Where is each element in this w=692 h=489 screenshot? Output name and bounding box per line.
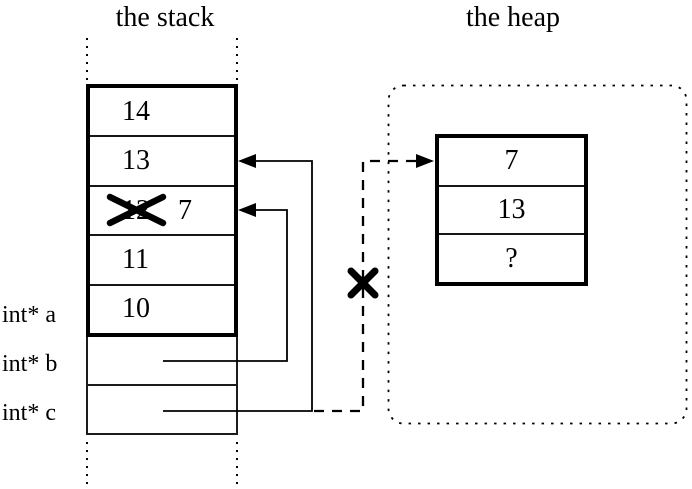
- pointer-var-label-a: int* a: [2, 302, 56, 328]
- pointer-var-cells: [86, 337, 238, 435]
- stack-cell-value: 13: [122, 145, 150, 177]
- heap-title: the heap: [465, 2, 561, 33]
- arrowhead-left-icon: [238, 154, 256, 168]
- stack-title: the stack: [115, 2, 215, 33]
- heap-cell: 13: [439, 187, 584, 236]
- pointer-var-label-c: int* c: [2, 400, 56, 426]
- heap-box: 7 13 ?: [435, 134, 588, 286]
- stack-cell: 14: [90, 88, 234, 138]
- crossed-out-value: 12: [122, 194, 150, 226]
- heap-cell-value: 13: [497, 194, 526, 225]
- arrowhead-left-icon: [238, 203, 256, 217]
- pointer-var-cell-c: [88, 386, 236, 433]
- stack-cell: 13: [90, 137, 234, 187]
- overwrite-value: 7: [178, 194, 192, 226]
- pointer-var-cell-b: [88, 337, 236, 386]
- stack-cell: 11: [90, 236, 234, 286]
- heap-cell-value: ?: [505, 242, 518, 274]
- heap-cell: 7: [439, 138, 584, 187]
- stack-cell: 10: [90, 286, 234, 333]
- dangling-pointer-cross-icon: [347, 267, 379, 299]
- dangling-pointer-dashed-arrow: [314, 154, 434, 413]
- stack-cell-value: 14: [122, 95, 150, 127]
- stack-cell-overwritten: 12 7: [90, 187, 234, 237]
- stack-box: 14 13 12 7 11 10: [86, 84, 238, 337]
- heap-cell-value: 7: [504, 145, 519, 177]
- pointer-var-label-b: int* b: [2, 351, 58, 377]
- heap-cell: ?: [439, 235, 584, 282]
- stack-cell-value: 11: [122, 243, 149, 275]
- arrowhead-right-icon: [416, 154, 434, 168]
- stack-cell-value: 10: [122, 293, 150, 325]
